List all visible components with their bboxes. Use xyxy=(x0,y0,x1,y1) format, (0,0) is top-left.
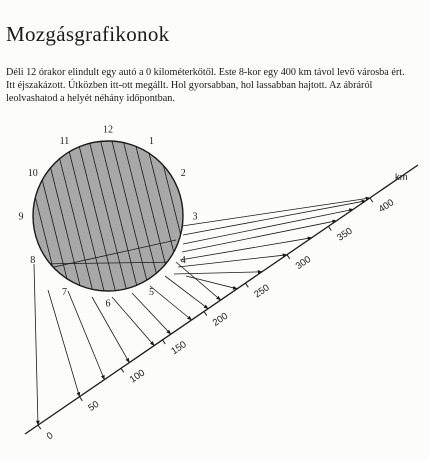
projection-line xyxy=(111,296,155,346)
hatch-line xyxy=(59,141,157,291)
hour-label-11: 11 xyxy=(60,136,70,147)
hatch-line xyxy=(80,141,179,291)
km-tick xyxy=(162,339,166,345)
km-tick xyxy=(79,396,83,402)
hatch-line xyxy=(123,141,183,291)
projection-line xyxy=(164,275,209,310)
hour-label-8: 8 xyxy=(30,255,35,266)
hatch-line xyxy=(69,141,168,291)
km-label-350: 350 xyxy=(335,226,354,244)
hour-label-6: 6 xyxy=(106,299,111,310)
km-label-0: 0 xyxy=(45,430,56,442)
hour-label-10: 10 xyxy=(28,168,38,179)
km-tick xyxy=(245,282,249,288)
hour-label-2: 2 xyxy=(181,168,186,179)
hour-label-12: 12 xyxy=(103,125,113,136)
projection-line xyxy=(67,290,105,381)
hour-label-7: 7 xyxy=(62,287,67,298)
km-tick xyxy=(37,424,42,430)
hatch-line xyxy=(91,141,183,291)
km-label-100: 100 xyxy=(128,367,147,385)
hatch-line xyxy=(33,141,125,291)
km-label-300: 300 xyxy=(294,254,313,272)
intro-text: Déli 12 órakor elindult egy autó a 0 kil… xyxy=(6,67,405,104)
hour-label-4: 4 xyxy=(181,255,186,266)
km-tick xyxy=(286,254,291,260)
projection-line xyxy=(182,208,354,245)
page-title: Mozgásgrafikonok xyxy=(6,22,170,46)
km-label-150: 150 xyxy=(169,339,188,357)
hatch-line xyxy=(33,141,93,291)
hatch-line xyxy=(33,141,115,291)
km-ticks xyxy=(37,197,374,430)
km-tick xyxy=(369,197,374,203)
km-tick xyxy=(120,368,125,373)
projection-line xyxy=(91,296,130,364)
km-label-200: 200 xyxy=(211,311,230,329)
projection-line xyxy=(181,219,338,253)
hatch-line xyxy=(33,141,104,291)
projection-line xyxy=(175,261,221,301)
hatch-line xyxy=(37,141,136,291)
km-scale: 0 50 100 150 200 250 300 350 400 km xyxy=(24,164,419,442)
projection-line xyxy=(173,269,263,275)
km-label-50: 50 xyxy=(86,399,101,414)
hatch-line xyxy=(112,141,183,291)
km-unit-label: km xyxy=(395,172,408,183)
projection-line xyxy=(33,263,40,426)
hatch-line xyxy=(48,141,147,291)
projection-line xyxy=(131,292,172,335)
km-tick xyxy=(328,226,332,231)
projection-line xyxy=(185,275,238,290)
km-label-250: 250 xyxy=(252,282,271,300)
projection-line xyxy=(182,199,367,236)
projection-line xyxy=(47,289,81,398)
km-label-400: 400 xyxy=(377,197,396,215)
hour-label-1: 1 xyxy=(149,136,154,147)
hatch-line xyxy=(101,141,183,291)
projection-line xyxy=(181,196,371,227)
hour-label-3: 3 xyxy=(193,212,198,223)
chord-line xyxy=(33,261,183,265)
chord-line xyxy=(35,239,177,272)
projection-lines xyxy=(33,196,371,426)
projection-line xyxy=(149,285,192,321)
hour-label-5: 5 xyxy=(149,287,154,298)
hour-label-9: 9 xyxy=(19,212,24,223)
projection-line xyxy=(179,236,313,261)
projection-line xyxy=(177,253,288,268)
km-tick xyxy=(203,311,208,316)
